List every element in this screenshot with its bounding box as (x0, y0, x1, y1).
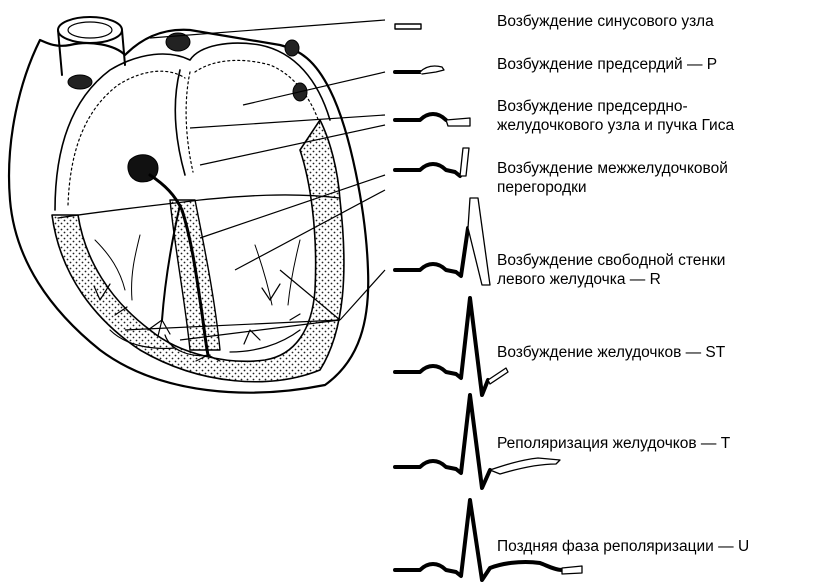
stage-label-sinus-node: Возбуждение синусового узла (497, 12, 818, 31)
ecg-trace-5 (395, 198, 490, 285)
stage-label-ventricles-st: Возбуждение желудочков — ST (497, 343, 818, 362)
ecg-trace-6 (395, 298, 508, 395)
stage-label-atria-p: Возбуждение предсердий — Р (497, 55, 818, 74)
ecg-trace-3 (395, 114, 470, 126)
stage-label-lv-free-wall-r: Возбуждение свободной стенки левого желу… (497, 251, 818, 289)
stage-label-septum: Возбуждение межжелудочковой перегородки (497, 159, 818, 197)
ecg-trace-4 (395, 148, 469, 176)
stage-label-repolarization-t: Реполяризация желудочков — Т (497, 434, 818, 453)
stage-label-late-repolarization-u: Поздняя фаза реполяризации — U (497, 537, 818, 556)
ecg-trace-2 (395, 66, 444, 74)
heart-illustration (9, 17, 368, 393)
ecg-trace-1 (395, 24, 421, 29)
stage-label-av-node-his: Возбуждение предсердно- желудочкового уз… (497, 97, 818, 135)
